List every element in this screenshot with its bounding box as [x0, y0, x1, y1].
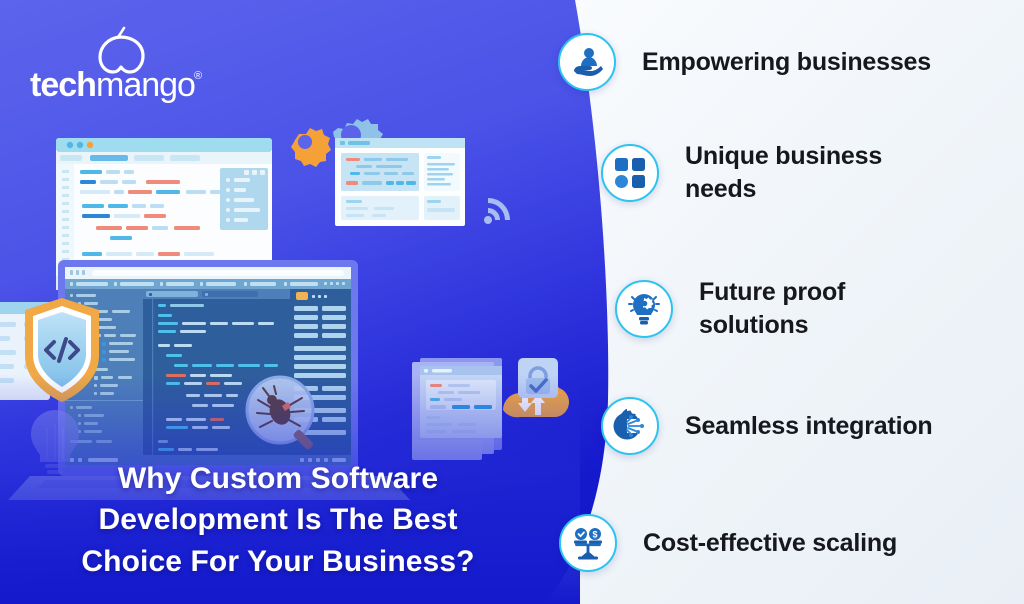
feature-label: Future proof solutions [699, 278, 846, 339]
feature-item-cost-effective-scaling[interactable]: $ Cost-effective scaling [559, 514, 897, 572]
gear-circuit-icon [613, 409, 647, 440]
headline-line-1: Why Custom Software [117, 461, 439, 495]
feature-icon-circle [601, 144, 659, 202]
feature-item-future-proof-solutions[interactable]: Future proof solutions [615, 276, 845, 342]
feature-item-unique-business-needs[interactable]: Unique business needs [601, 140, 882, 206]
feature-item-empowering-businesses[interactable]: Empowering businesses [558, 33, 931, 91]
feature-label: Cost-effective scaling [643, 528, 898, 557]
page-title: Why Custom Software Development Is The B… [28, 458, 528, 582]
svg-text:$: $ [592, 530, 597, 540]
svg-text:tech: tech [30, 66, 96, 104]
settings-window [335, 138, 465, 226]
feature-icon-circle [558, 33, 616, 91]
svg-text:®: ® [194, 70, 202, 82]
mango-leaf-icon [98, 26, 145, 74]
feature-icon-circle: $ [559, 514, 617, 572]
lightbulb-gear-icon [628, 294, 660, 325]
feature-label: Seamless integration [685, 411, 933, 440]
balance-scale-icon: $ [574, 528, 602, 560]
feature-item-seamless-integration[interactable]: Seamless integration [601, 397, 933, 455]
right-content-panel [524, 0, 1024, 604]
techmango-logo[interactable]: tech mango ® [22, 24, 222, 104]
feature-label: Unique business needs [685, 142, 883, 203]
headline-line-2: Development Is The Best [98, 503, 458, 537]
hand-holding-person-icon [574, 48, 603, 76]
feature-label: Empowering businesses [642, 47, 931, 76]
headline-line-3: Choice For Your Business? [81, 544, 475, 578]
feature-icon-circle [601, 397, 659, 455]
code-editor-window-back [56, 138, 272, 290]
wifi-signal-icon [484, 198, 510, 224]
feature-icon-circle [615, 280, 673, 338]
four-blocks-icon [615, 158, 645, 188]
svg-text:mango: mango [96, 66, 195, 104]
gear-orange-icon [291, 128, 331, 167]
